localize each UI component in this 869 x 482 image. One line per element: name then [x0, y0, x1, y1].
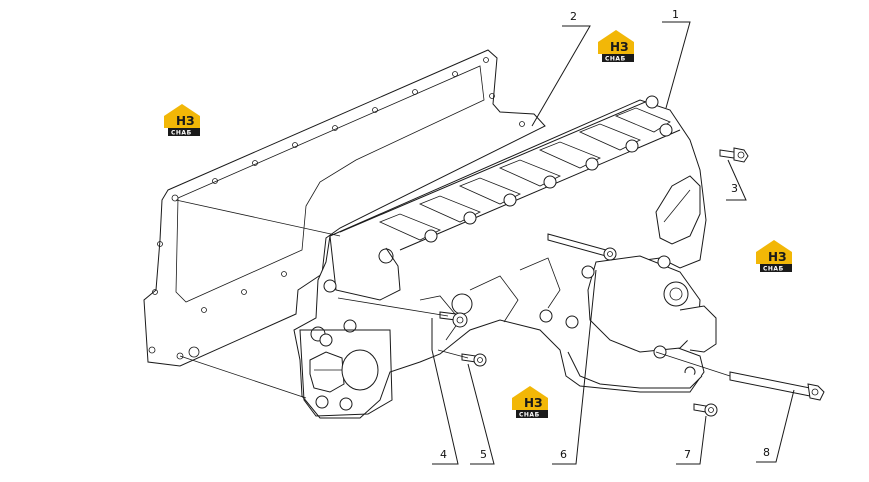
svg-text:НЗ: НЗ [176, 114, 195, 128]
bolt-3 [719, 147, 749, 163]
callout-5: 5 [480, 448, 487, 461]
svg-text:СНАБ: СНАБ [763, 266, 784, 273]
manifold-bosses [378, 95, 673, 264]
bolt-5 [461, 353, 487, 367]
svg-text:НЗ: НЗ [610, 40, 629, 54]
gasket-bolt-holes [148, 57, 525, 360]
callout-leaders [431, 21, 795, 465]
callout-2: 2 [570, 10, 577, 23]
assembly-lines [175, 199, 731, 399]
stud-6 [547, 233, 617, 261]
callout-7: 7 [684, 448, 691, 461]
svg-text:НЗ: НЗ [524, 396, 543, 410]
svg-text:СНАБ: СНАБ [519, 412, 540, 419]
callout-6: 6 [560, 448, 567, 461]
callout-3: 3 [731, 182, 738, 195]
drain-plug [309, 349, 379, 393]
svg-text:СНАБ: СНАБ [171, 130, 192, 137]
svg-text:СНАБ: СНАБ [605, 56, 626, 63]
manifold-housing [293, 95, 717, 419]
gasket [143, 49, 546, 367]
bolt-7 [693, 403, 718, 417]
watermark-logo-1: НЗ СНАБ [164, 104, 200, 137]
callout-8: 8 [763, 446, 770, 459]
bolt-4 [439, 311, 468, 328]
thermostat-housing [565, 175, 717, 389]
watermark-logo-2: НЗ СНАБ [598, 30, 634, 63]
watermark-logo-3: НЗ СНАБ [756, 240, 792, 273]
watermark-logo-4: НЗ СНАБ [512, 386, 548, 419]
svg-text:НЗ: НЗ [768, 250, 787, 264]
bolt-8 [729, 371, 825, 401]
callout-1: 1 [672, 8, 679, 21]
callout-4: 4 [440, 448, 447, 461]
manifold-ribs [378, 107, 671, 241]
callout-labels: 1 2 3 4 5 6 7 8 [440, 8, 770, 461]
